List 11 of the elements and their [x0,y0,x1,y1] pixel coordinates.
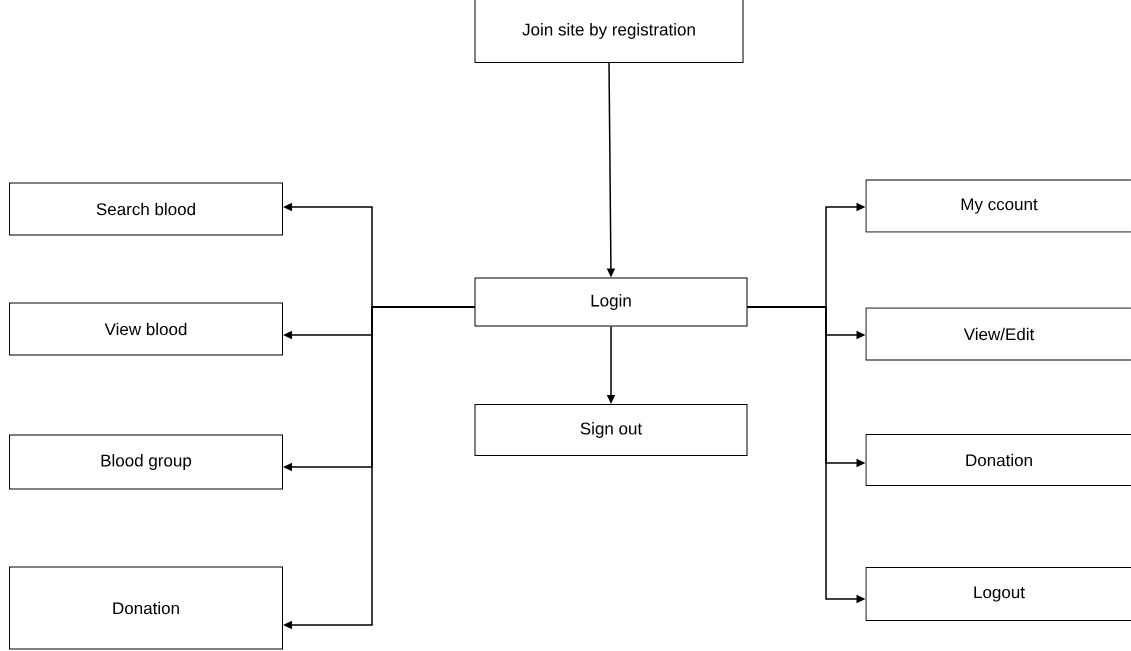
process-box: Join site by registration [474,0,744,63]
process-box: Logout [865,567,1131,621]
process-box: View/Edit [865,307,1131,361]
process-box: Blood group [9,434,283,490]
process-box: Donation [9,566,283,650]
process-box: My ccount [865,179,1131,233]
process-box: Sign out [474,404,748,456]
process-box: View blood [9,302,283,356]
process-box: Search blood [9,182,283,236]
process-box: Donation [865,434,1131,486]
process-box: Login [474,277,748,327]
